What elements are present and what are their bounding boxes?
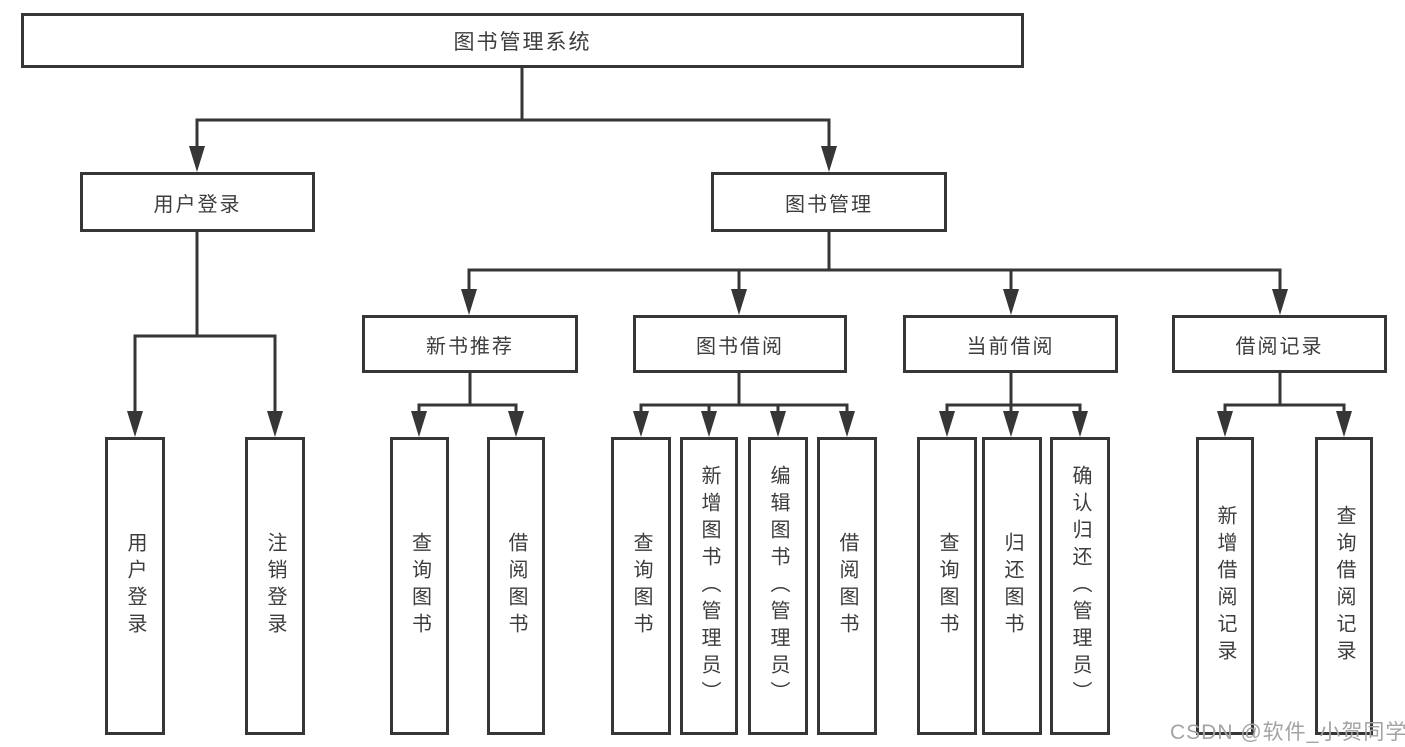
leaf-user-login: 用户登录 <box>105 437 165 735</box>
node-label: 新书推荐 <box>426 335 514 358</box>
node-label: 确认归还（管理员） <box>1069 464 1091 708</box>
leaf-return-books: 归还图书 <box>982 437 1042 735</box>
node-label: 借阅图书 <box>836 532 858 640</box>
connector-book-borrow-children <box>633 373 855 437</box>
node-label: 查询图书 <box>408 532 431 640</box>
leaf-add-borrow-record: 新增借阅记录 <box>1196 437 1254 735</box>
node-label: 图书管理系统 <box>453 30 592 54</box>
node-book-borrow: 图书借阅 <box>633 315 847 373</box>
leaf-query-books-borrow: 查询图书 <box>611 437 671 735</box>
node-label: 查询借阅记录 <box>1333 505 1355 667</box>
node-label: 新增图书（管理员） <box>698 464 720 708</box>
connector-current-borrow-children <box>939 373 1088 437</box>
leaf-logout: 注销登录 <box>245 437 305 735</box>
node-label: 借阅图书 <box>505 532 527 640</box>
node-label: 编辑图书（管理员） <box>767 464 789 708</box>
node-book-management: 图书管理 <box>711 172 947 232</box>
node-current-borrow: 当前借阅 <box>903 315 1118 373</box>
node-borrow-records: 借阅记录 <box>1172 315 1387 373</box>
leaf-borrow-books: 借阅图书 <box>817 437 877 735</box>
connector-user-login-children <box>127 232 283 437</box>
connector-book-mgmt-children <box>461 232 1288 315</box>
node-label: 借阅记录 <box>1235 335 1324 358</box>
node-label: 图书借阅 <box>696 335 784 358</box>
connector-root-to-level2 <box>189 68 837 172</box>
node-new-book-recommend: 新书推荐 <box>362 315 578 373</box>
node-label: 新增借阅记录 <box>1214 505 1236 667</box>
node-label: 注销登录 <box>264 532 286 640</box>
leaf-confirm-return-admin: 确认归还（管理员） <box>1050 437 1110 735</box>
node-user-login: 用户登录 <box>80 172 315 232</box>
watermark: CSDN @软件_小贺同学 <box>1170 721 1405 744</box>
node-label: 归还图书 <box>1001 532 1023 640</box>
leaf-add-books-admin: 新增图书（管理员） <box>680 437 738 735</box>
leaf-edit-books-admin: 编辑图书（管理员） <box>748 437 808 735</box>
leaf-borrow-books-recommend: 借阅图书 <box>487 437 545 735</box>
connector-borrow-records-children <box>1217 373 1352 437</box>
connector-new-book-children <box>411 373 524 437</box>
node-label: 用户登录 <box>153 193 242 216</box>
node-label: 图书管理 <box>785 193 873 216</box>
node-label: 查询图书 <box>936 532 958 640</box>
leaf-query-borrow-record: 查询借阅记录 <box>1315 437 1373 735</box>
node-label: 用户登录 <box>124 532 146 640</box>
leaf-query-books-current: 查询图书 <box>917 437 977 735</box>
leaf-query-books-recommend: 查询图书 <box>390 437 449 735</box>
node-label: 查询图书 <box>630 532 652 640</box>
node-library-management-system: 图书管理系统 <box>21 13 1024 68</box>
node-label: 当前借阅 <box>966 335 1055 358</box>
